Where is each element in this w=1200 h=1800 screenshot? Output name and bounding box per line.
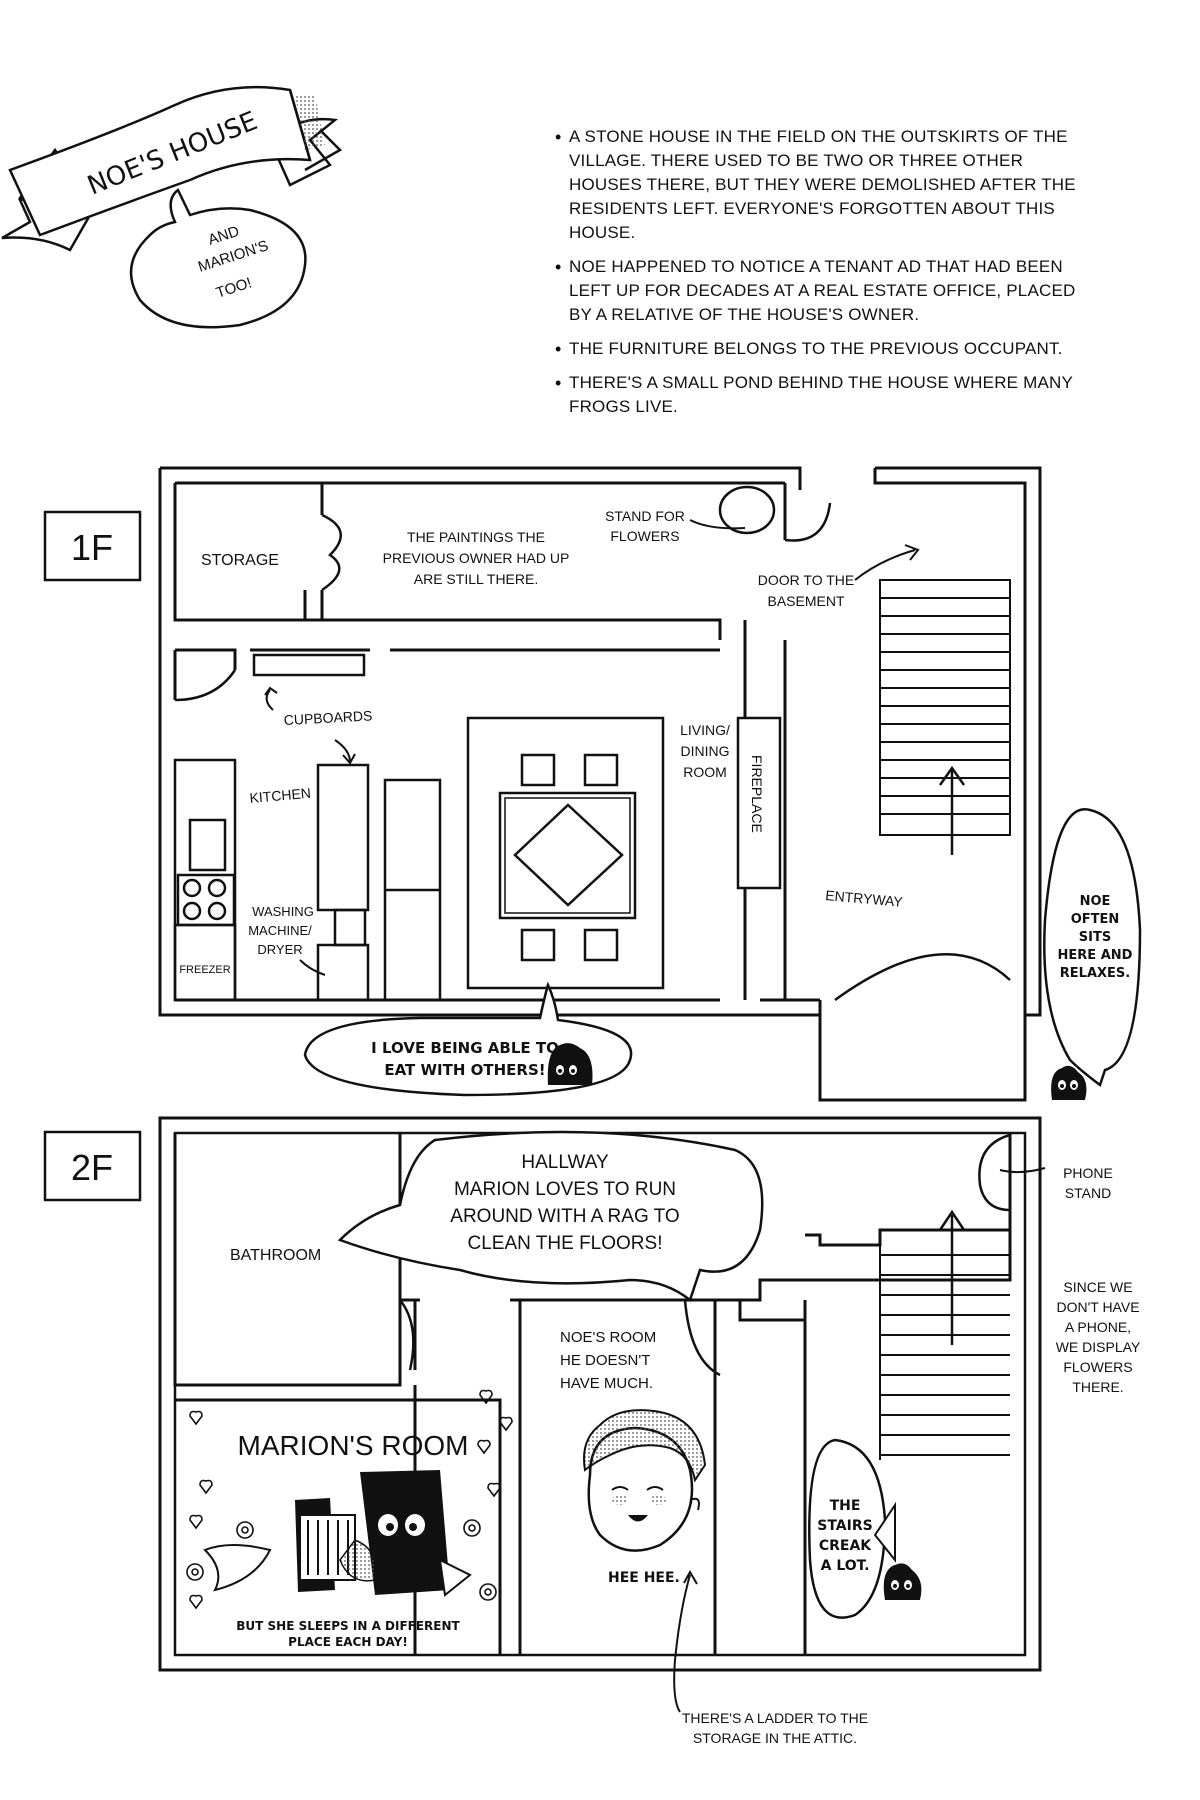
fireplace-label: FIREPLACE	[749, 755, 765, 833]
stairs-creak-line: CREAK	[819, 1538, 872, 1554]
storage-label: STORAGE	[201, 552, 279, 569]
noe-sits-line: NOE	[1080, 894, 1111, 909]
ladder-note: STORAGE IN THE ATTIC.	[693, 1730, 857, 1746]
note-item: THERE'S A SMALL POND BEHIND THE HOUSE WH…	[555, 371, 1095, 419]
paintings-note: THE PAINTINGS THE	[407, 529, 545, 545]
title-banner	[1, 85, 343, 252]
stairs-creak-line: STAIRS	[817, 1518, 872, 1534]
noe-sits-line: OFTEN	[1071, 912, 1120, 927]
no-phone-note: FLOWERS	[1063, 1359, 1132, 1375]
kitchen-label: KITCHEN	[249, 785, 312, 806]
noes-room-label: NOE'S ROOM	[560, 1329, 656, 1346]
basement-door-label: DOOR TO THE	[758, 572, 854, 588]
noe-sits-line: HERE AND	[1058, 948, 1133, 963]
floor-2-label-box: 2F	[43, 1130, 142, 1202]
flower-stand	[689, 485, 776, 535]
stairs-2f	[879, 1209, 1010, 1460]
cupboards-label: CUPBOARDS	[283, 707, 372, 728]
floor-1-plan	[158, 466, 1042, 1102]
washer-label: MACHINE/	[248, 923, 312, 938]
hallway-line: CLEAN THE FLOORS!	[468, 1233, 663, 1254]
noe-sits-bubble: NOE OFTEN SITS HERE AND RELAXES.	[1043, 807, 1142, 1088]
hallway-bubble: HALLWAY MARION LOVES TO RUN AROUND WITH …	[337, 1130, 764, 1303]
ladder-leader-line	[673, 1569, 698, 1713]
entryway-label: ENTRYWAY	[825, 887, 904, 910]
paintings-note: ARE STILL THERE.	[414, 571, 538, 587]
marion-creature-small	[1051, 1065, 1087, 1100]
annotation-arrows	[264, 544, 920, 976]
basement-door-label: BASEMENT	[767, 593, 844, 609]
kitchen-counters	[173, 653, 442, 1002]
bathroom-label: BATHROOM	[230, 1247, 321, 1264]
eat-speech-bubble: I LOVE BEING ABLE TO EAT WITH OTHERS!	[303, 981, 633, 1097]
stairs-creak-bubble: THE STAIRS CREAK A LOT.	[808, 1438, 922, 1619]
flower-stand-label: FLOWERS	[610, 528, 679, 544]
noe-sits-line: SITS	[1079, 930, 1111, 945]
flower-stand-label: STAND FOR	[605, 508, 685, 524]
noes-room-label: HAVE MUCH.	[560, 1375, 653, 1392]
note-item: THE FURNITURE BELONGS TO THE PREVIOUS OC…	[555, 337, 1095, 361]
hallway-line: AROUND WITH A RAG TO	[450, 1206, 679, 1227]
floor-2-label: 2F	[71, 1147, 113, 1188]
dining-rug	[466, 716, 665, 990]
freezer-label: FREEZER	[179, 964, 230, 976]
washer-label: WASHING	[252, 904, 314, 919]
header-speech-bubble: AND MARION'S TOO!	[129, 188, 307, 329]
house-notes: A STONE HOUSE IN THE FIELD ON THE OUTSKI…	[555, 125, 1095, 429]
no-phone-note: SINCE WE	[1063, 1279, 1132, 1295]
living-room-label: ROOM	[683, 764, 727, 780]
washer-label: DRYER	[257, 942, 302, 957]
floor-1-label-box: 1F	[43, 510, 142, 582]
phone-stand-label: STAND	[1065, 1185, 1111, 1201]
phone-stand-label: PHONE	[1063, 1165, 1113, 1181]
paintings-note: PREVIOUS OWNER HAD UP	[383, 550, 570, 566]
stairs-1f	[879, 579, 1011, 855]
eat-bubble-line: I LOVE BEING ABLE TO	[371, 1039, 559, 1057]
floor-2-plan	[158, 1116, 1046, 1672]
eat-bubble-line: EAT WITH OTHERS!	[384, 1061, 545, 1079]
living-room-label: LIVING/	[680, 722, 730, 738]
marion-drawing	[203, 1470, 472, 1597]
living-room-label: DINING	[681, 743, 730, 759]
marion-sleeps-note: BUT SHE SLEEPS IN A DIFFERENT	[236, 1619, 460, 1633]
no-phone-note: DON'T HAVE	[1056, 1299, 1139, 1315]
fireplace: FIREPLACE	[736, 716, 782, 890]
noe-face-drawing	[583, 1409, 707, 1552]
no-phone-note: THERE.	[1072, 1379, 1123, 1395]
hallway-line: MARION LOVES TO RUN	[454, 1179, 676, 1200]
stairs-creak-line: A LOT.	[821, 1558, 870, 1574]
note-item: NOE HAPPENED TO NOTICE A TENANT AD THAT …	[555, 255, 1095, 327]
no-phone-note: A PHONE,	[1065, 1319, 1131, 1335]
no-phone-note: WE DISPLAY	[1056, 1339, 1141, 1355]
ladder-note: THERE'S A LADDER TO THE	[682, 1710, 868, 1726]
marion-sleeps-note: PLACE EACH DAY!	[288, 1635, 408, 1649]
floor-1-label: 1F	[71, 527, 113, 568]
stairs-creak-line: THE	[830, 1498, 861, 1514]
marions-room-label: MARION'S ROOM	[238, 1430, 469, 1461]
hee-hee-label: HEE HEE.	[608, 1570, 680, 1586]
hallway-line: HALLWAY	[521, 1152, 609, 1173]
noe-sits-line: RELAXES.	[1060, 966, 1130, 981]
note-item: A STONE HOUSE IN THE FIELD ON THE OUTSKI…	[555, 125, 1095, 245]
noes-room-label: HE DOESN'T	[560, 1352, 650, 1369]
decorations-hearts-flowers	[186, 1389, 513, 1610]
